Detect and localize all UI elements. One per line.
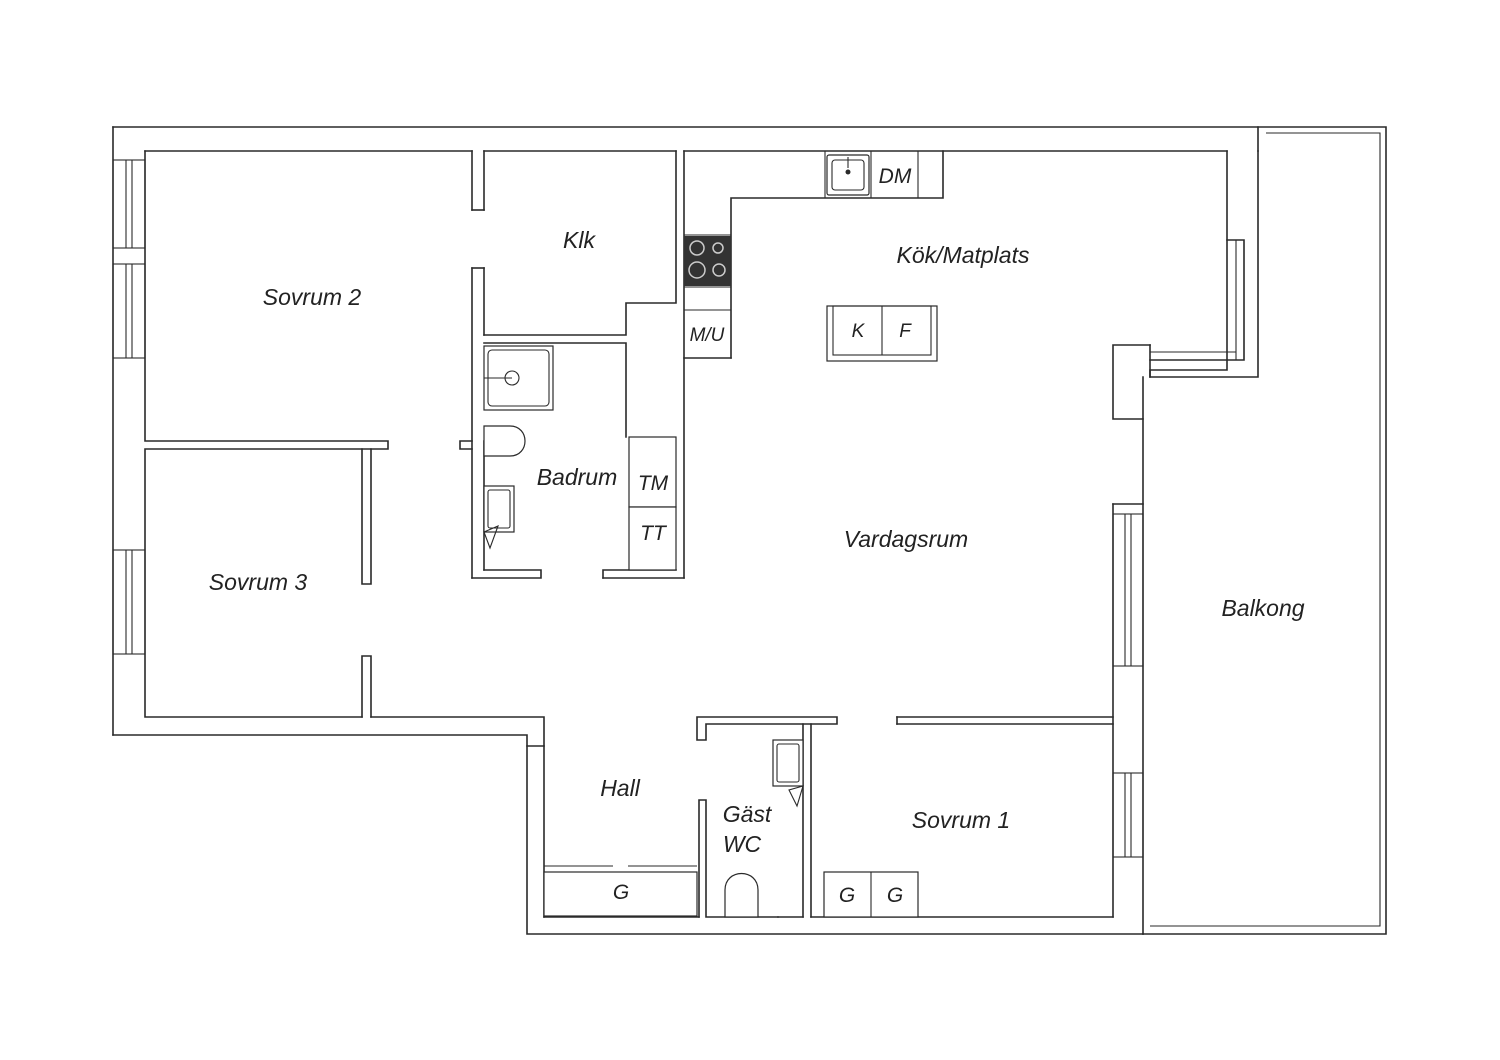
room-label-sovrum-2: Sovrum 2 [263,284,362,310]
fixture-label-dishwasher: DM [879,165,912,188]
toilet-icon [483,425,526,457]
fixture-label-dryer: TM [638,472,669,495]
room-label-sovrum-3: Sovrum 3 [209,569,308,595]
fixture-label-washer: TT [640,522,668,545]
fixture-label-wardrobe-bed1-a: G [839,884,855,907]
room-label-kok-matplats: Kök/Matplats [897,242,1030,268]
guest-toilet-icon [724,873,759,918]
room-label-hall: Hall [600,775,641,801]
room-label-gast: Gäst [723,801,773,827]
fixture-label-freezer: F [899,321,912,342]
room-label-klk: Klk [563,227,596,253]
room-label-vardagsrum: Vardagsrum [844,526,968,552]
room-label-wc: WC [723,831,762,857]
room-label-sovrum-1: Sovrum 1 [912,807,1010,833]
room-label-badrum: Badrum [537,464,618,490]
bedroom-walls [361,150,485,718]
bath-sink-icon [483,485,515,550]
room-label-balkong: Balkong [1221,595,1304,621]
fridge-freezer [826,305,938,362]
hall-walls [543,716,1114,918]
fixture-label-fridge: K [852,321,866,342]
windows-left [112,159,146,655]
fixture-label-microwave-oven: M/U [690,325,725,346]
kitchen-sink-icon [826,154,870,196]
fixture-label-wardrobe-bed1-b: G [887,884,903,907]
living-walls [1112,126,1387,935]
klk-bath-walls [459,150,685,579]
fixture-label-wardrobe-hall: G [613,881,629,904]
cooktop-icon [684,236,731,286]
guest-sink-icon [772,739,804,808]
shower-icon [483,345,554,411]
